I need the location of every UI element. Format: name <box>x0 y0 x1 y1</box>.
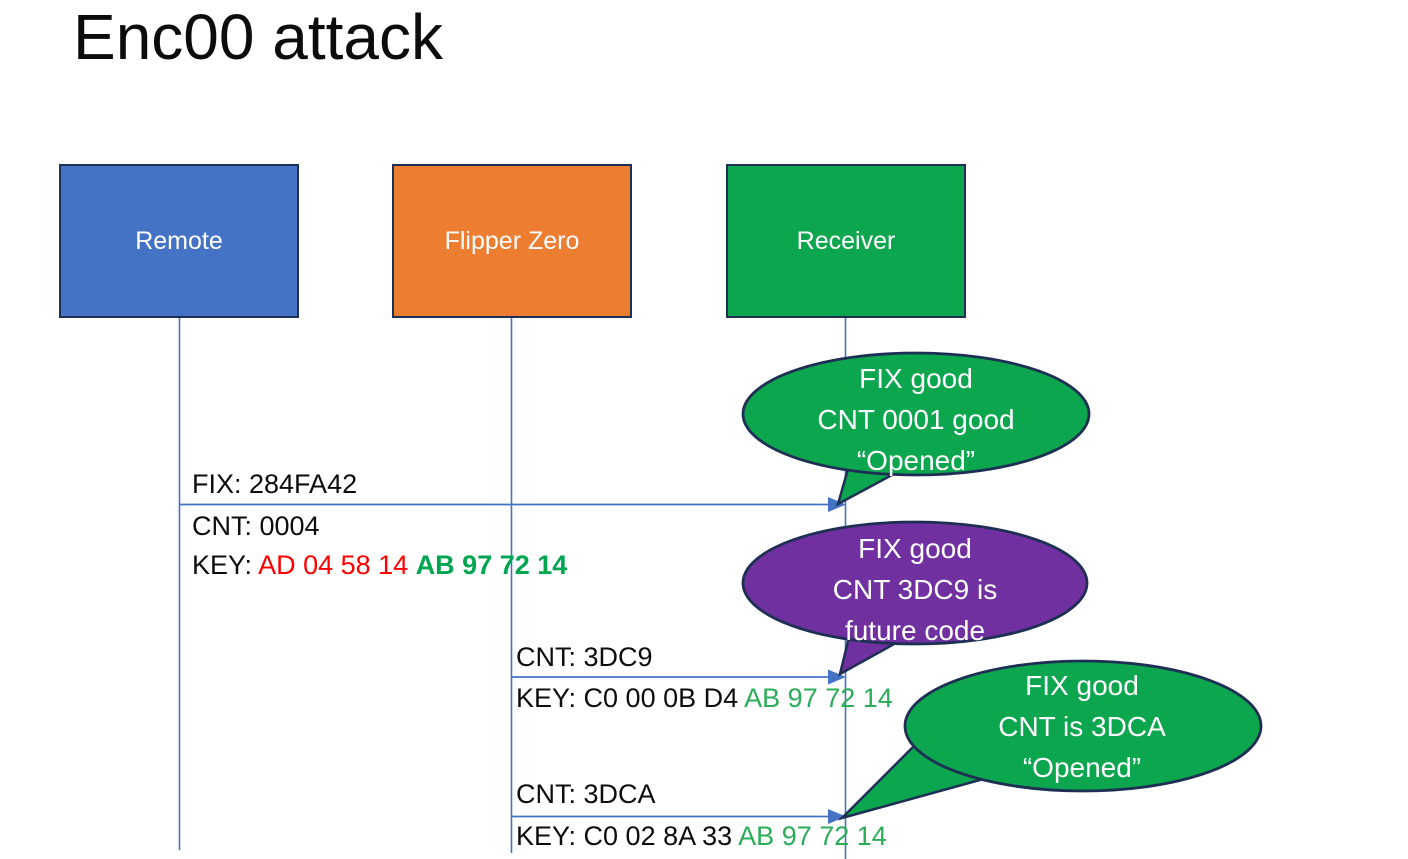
callout-bubble-opened-2 <box>837 659 1263 821</box>
actor-label-remote: Remote <box>135 226 223 255</box>
actor-box-flipper-zero: Flipper Zero <box>392 164 632 318</box>
message-3-key-prefix: KEY: C0 02 8A 33 <box>516 821 739 851</box>
callout-3-line-1: FIX good <box>1025 670 1139 701</box>
callout-bubble-future-code <box>741 520 1089 677</box>
message-1-fix-label: FIX: 284FA42 <box>192 469 358 499</box>
actor-box-remote: Remote <box>59 164 299 318</box>
actor-label-flipper-zero: Flipper Zero <box>444 226 580 255</box>
callout-3-text: FIX good CNT is 3DCA “Opened” <box>900 665 1264 788</box>
message-2-key-fixed-bytes: AB 97 72 14 <box>744 683 893 713</box>
message-1-key-prefix: KEY: <box>192 550 259 580</box>
callout-1-text: FIX good CNT 0001 good “Opened” <box>744 358 1088 481</box>
callout-bubble-opened-1 <box>741 351 1091 507</box>
message-3-key-fixed-bytes: AB 97 72 14 <box>738 821 887 851</box>
message-arrow-2-head <box>828 669 846 685</box>
actor-label-receiver: Receiver <box>796 226 896 255</box>
callout-3-line-3: “Opened” <box>1022 752 1142 783</box>
message-3-cnt-label: CNT: 3DCA <box>516 779 656 809</box>
callout-3-line-2: CNT is 3DCA <box>998 711 1166 742</box>
callout-3-ellipse <box>903 659 1263 793</box>
callout-1-line-3: “Opened” <box>856 445 976 476</box>
callout-2-line-1: FIX good <box>858 533 972 564</box>
message-arrow-3-head <box>828 809 846 824</box>
message-2-key-label: KEY: C0 00 0B D4 AB 97 72 14 <box>516 683 893 714</box>
message-1-key-label: KEY: AD 04 58 14 AB 97 72 14 <box>192 550 567 581</box>
message-1-key-rolling-bytes: AD 04 58 14 <box>258 550 416 580</box>
page-title: Enc00 attack <box>73 1 443 73</box>
message-3-key-label: KEY: C0 02 8A 33 AB 97 72 14 <box>516 821 887 852</box>
callout-1-ellipse <box>741 351 1091 477</box>
message-2-cnt-label: CNT: 3DC9 <box>516 642 653 672</box>
callout-1-line-1: FIX good <box>859 363 973 394</box>
actor-box-receiver: Receiver <box>726 164 966 318</box>
callout-2-line-2: CNT 3DC9 is <box>832 574 998 605</box>
message-1-key-fixed-bytes: AB 97 72 14 <box>415 550 568 580</box>
callout-1-line-2: CNT 0001 good <box>817 404 1015 435</box>
callout-2-text: FIX good CNT 3DC9 is future code <box>743 528 1087 651</box>
callout-2-line-3: future code <box>844 615 986 646</box>
message-1-cnt-label: CNT: 0004 <box>192 511 320 541</box>
message-2-key-prefix: KEY: C0 00 0B D4 <box>516 683 745 713</box>
callout-2-ellipse <box>741 520 1089 646</box>
